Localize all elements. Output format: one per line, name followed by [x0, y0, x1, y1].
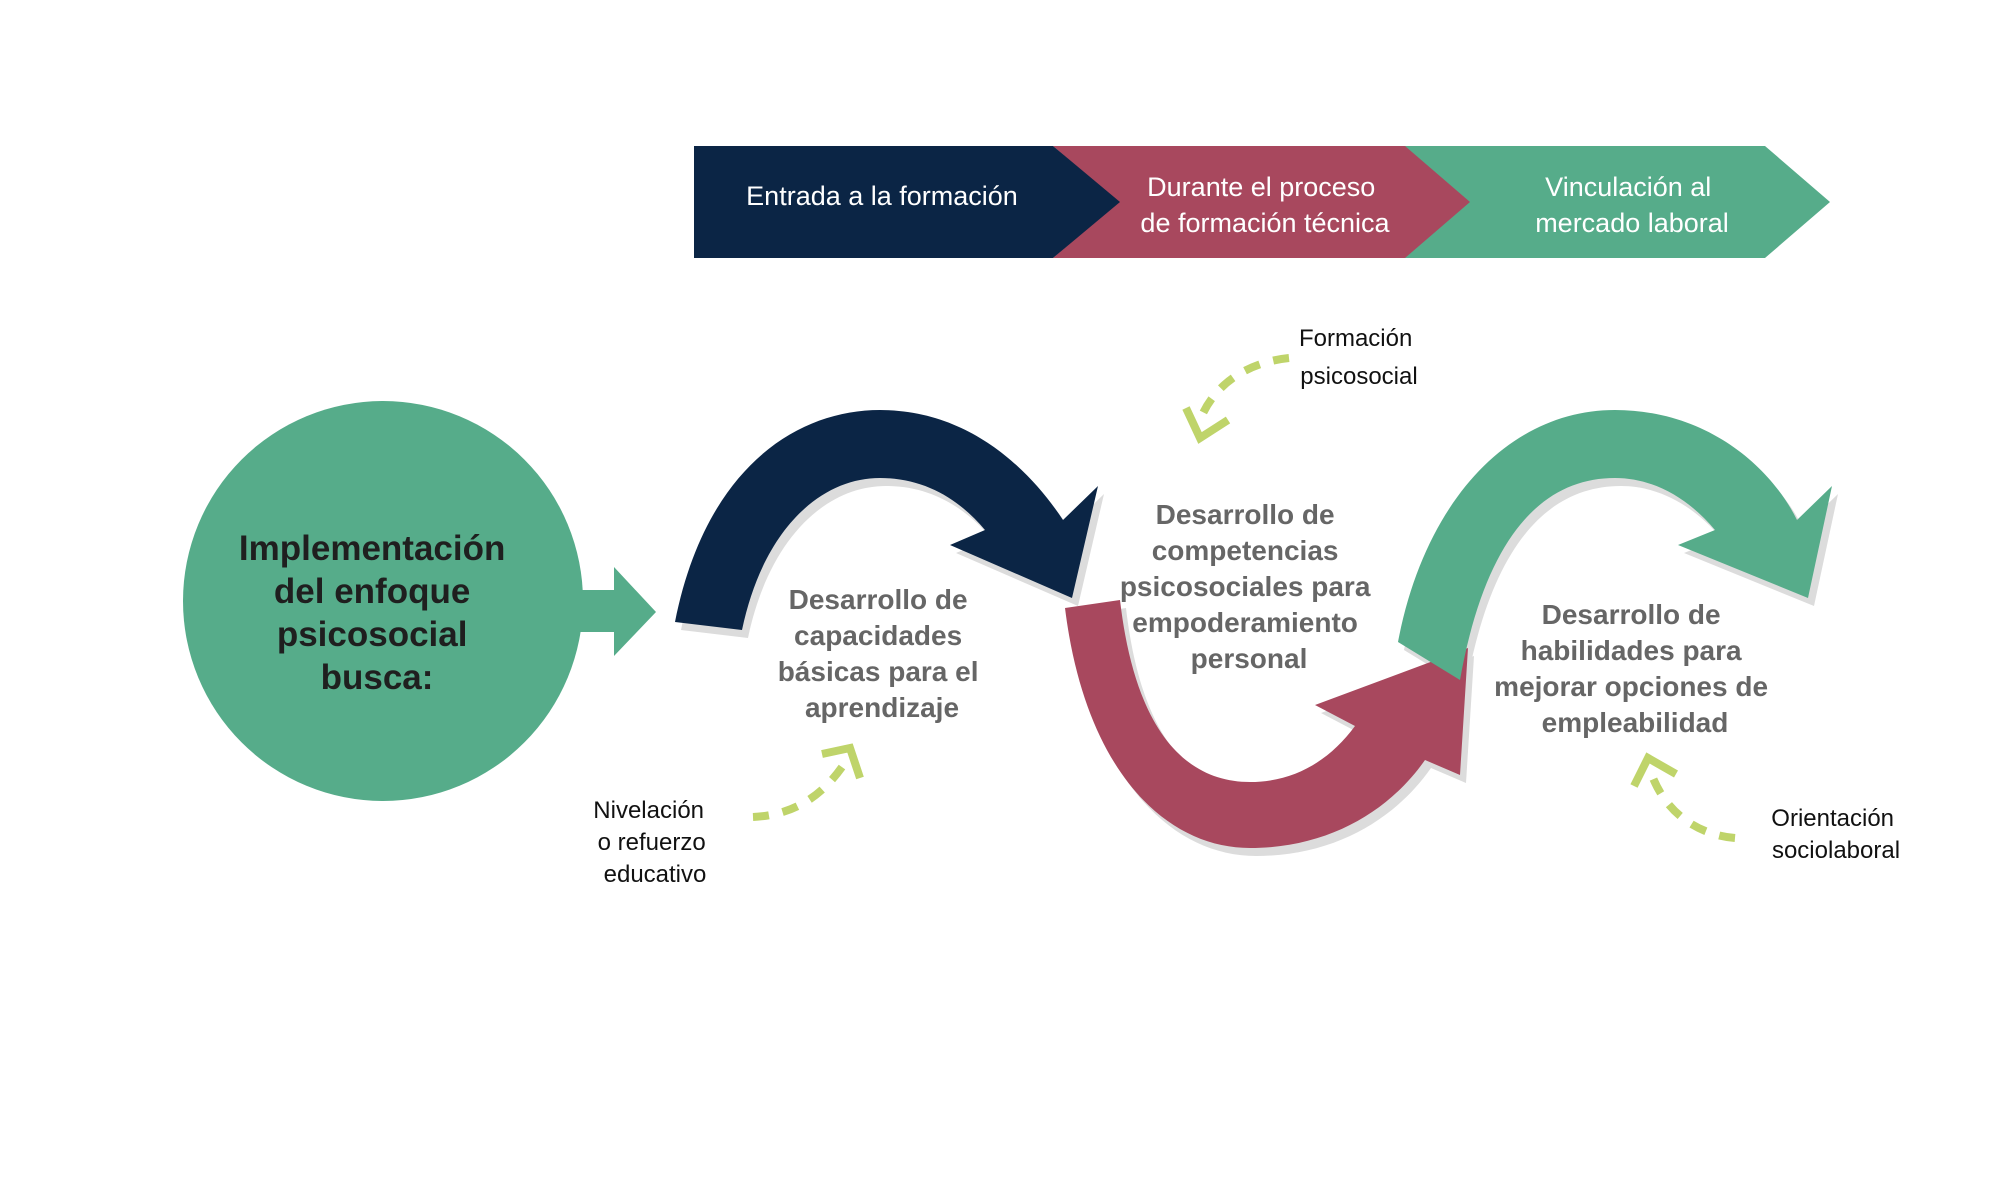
dashed-arrow-nivelacion — [752, 743, 864, 821]
phase-banner: Entrada a la formación Durante el proces… — [694, 146, 1830, 258]
center-title: Implementación del enfoque psicosocial b… — [239, 529, 515, 697]
curved-arrow-crimson — [1065, 600, 1468, 848]
phase-shape-durante — [1053, 146, 1470, 258]
note-nivelacion: Nivelación o refuerzo educativo — [593, 797, 712, 888]
curved-arrow-navy — [675, 410, 1098, 630]
phase-shape-entrada — [694, 146, 1120, 258]
center-arrow-icon — [578, 567, 656, 656]
curved-arrow-green — [1398, 410, 1832, 680]
phase-shape-vinculacion — [1403, 146, 1830, 258]
center-circle — [183, 401, 583, 801]
dashed-arrow-orientacion — [1630, 752, 1736, 842]
phase-label-vinculacion: Vinculación al mercado laboral — [1535, 172, 1729, 238]
step-label-capacidades: Desarrollo de capacidades básicas para e… — [778, 584, 987, 723]
note-orientacion: Orientación sociolaboral — [1771, 805, 1900, 864]
phase-label-durante: Durante el proceso de formación técnica — [1140, 172, 1390, 238]
dashed-arrow-formacion — [1182, 354, 1290, 444]
center-node: Implementación del enfoque psicosocial b… — [183, 401, 656, 801]
phase-label-entrada: Entrada a la formación — [746, 181, 1018, 211]
step-label-competencias: Desarrollo de competencias psicosociales… — [1120, 499, 1378, 674]
step-label-habilidades: Desarrollo de habilidades para mejorar o… — [1494, 599, 1776, 738]
note-formacion: Formación psicosocial — [1299, 325, 1419, 390]
